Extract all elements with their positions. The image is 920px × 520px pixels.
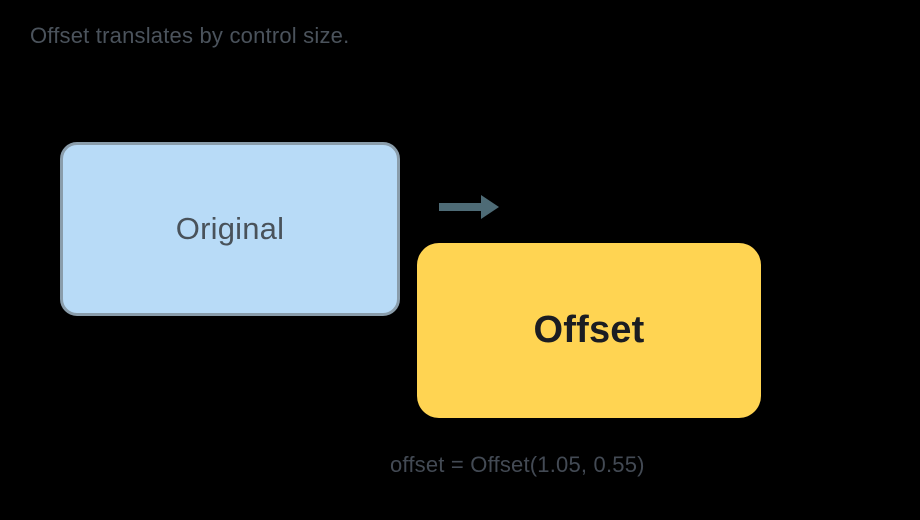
page-title: Offset translates by control size. [30,23,350,48]
offset-caption: offset = Offset(1.05, 0.55) [390,452,645,477]
arrow-right-icon [437,192,501,222]
arrow-right-svg [439,195,499,219]
offset-control-box: Offset [417,243,761,418]
original-box-label: Original [175,211,285,246]
original-control-box: Original [60,142,400,316]
offset-box-label: Offset [533,309,645,351]
